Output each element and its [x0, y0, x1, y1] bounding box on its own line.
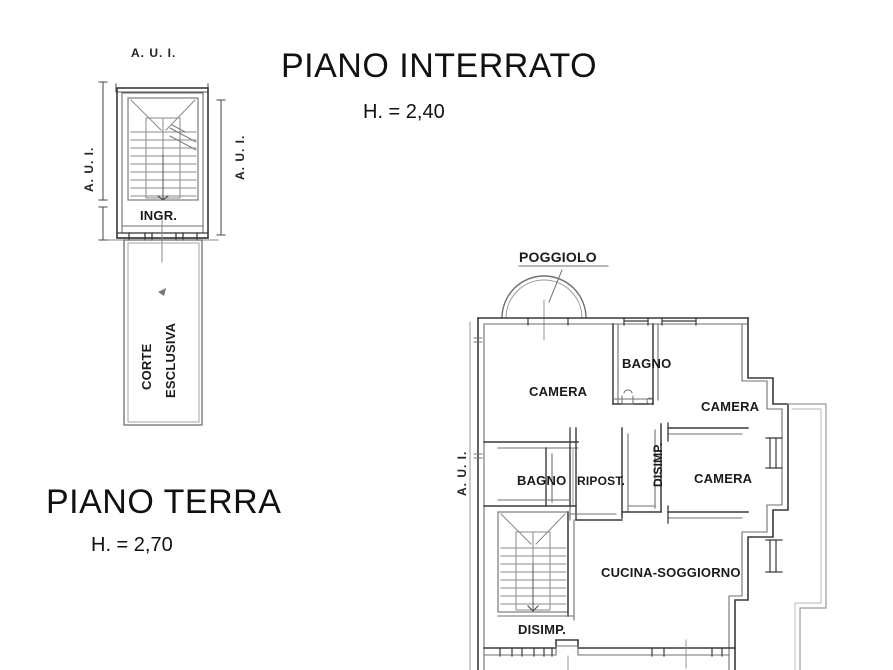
plan-height-interrato: H. = 2,40	[363, 101, 445, 123]
room-label-disimpegno-mid: DISIMP.	[651, 442, 665, 487]
room-label-ingresso: INGR.	[140, 208, 178, 223]
room-label-bagno-top: BAGNO	[622, 356, 672, 371]
room-label-corte-line2: ESCLUSIVA	[163, 322, 178, 398]
room-label-ripostiglio: RIPOST.	[577, 474, 626, 488]
plan-interrato-geometry	[98, 81, 226, 426]
aui-label-left-terra: A. U. I.	[455, 450, 469, 496]
room-label-poggiolo: POGGIOLO	[519, 249, 597, 265]
plan-terra-geometry	[469, 265, 827, 670]
room-label-corte-line1: CORTE	[139, 343, 154, 391]
room-label-camera-3: CAMERA	[694, 471, 753, 486]
aui-label-right-interrato: A. U. I.	[233, 134, 247, 180]
aui-label-left-interrato: A. U. I.	[82, 146, 96, 192]
room-label-cucina-soggiorno: CUCINA-SOGGIORNO	[601, 565, 741, 580]
plan-title-terra: PIANO TERRA	[46, 483, 282, 521]
room-label-camera-1: CAMERA	[529, 384, 588, 399]
plan-title-interrato: PIANO INTERRATO	[281, 47, 598, 85]
aui-label-top-interrato: A. U. I.	[131, 46, 177, 60]
room-label-camera-2: CAMERA	[701, 399, 760, 414]
room-label-bagno-bottom: BAGNO	[517, 473, 567, 488]
plan-height-terra: H. = 2,70	[91, 534, 173, 556]
room-label-disimpegno-bottom: DISIMP.	[518, 622, 567, 637]
